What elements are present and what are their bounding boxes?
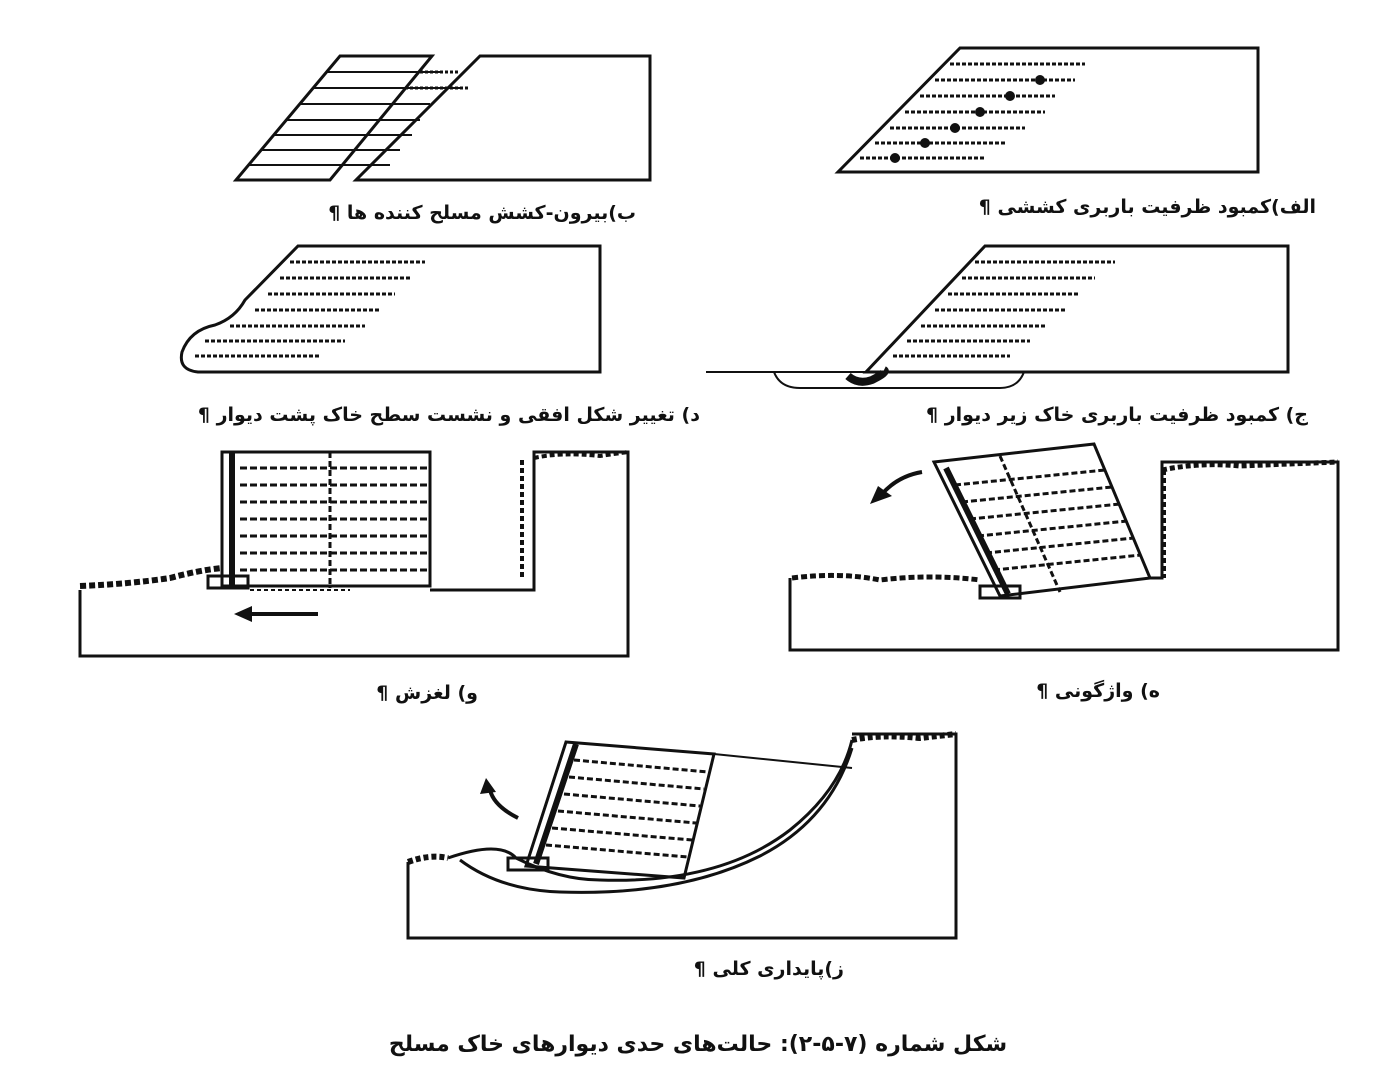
caption-vav: و) لغزش ¶ <box>376 682 478 704</box>
panel-dal-deformation <box>181 246 600 372</box>
panel-vav-sliding <box>80 452 628 656</box>
caption-jim: ج) کمبود ظرفیت باربری خاک زیر دیوار ¶ <box>926 404 1308 426</box>
panel-he-overturning <box>790 444 1338 650</box>
caption-ze: ز)پایداری کلی ¶ <box>693 958 844 980</box>
caption-alef: الف)کمبود ظرفیت باربری کششی ¶ <box>978 196 1316 218</box>
figure-caption: شکل شماره (۷-۵-۲): حالت‌های حدی دیوارهای… <box>388 1032 1008 1057</box>
panel-jim-bearing-capacity <box>706 246 1288 388</box>
panel-ze-global-stability <box>408 734 956 938</box>
panel-alef-tensile-capacity <box>838 48 1258 172</box>
caption-dal: د) تغییر شکل افقی و نشست سطح خاک پشت دیو… <box>197 404 700 426</box>
panel-be-pullout <box>236 56 650 180</box>
caption-be: ب)بیرون-کشش مسلح کننده ها ¶ <box>328 202 636 224</box>
caption-he: ه) واژگونی ¶ <box>1036 680 1160 702</box>
